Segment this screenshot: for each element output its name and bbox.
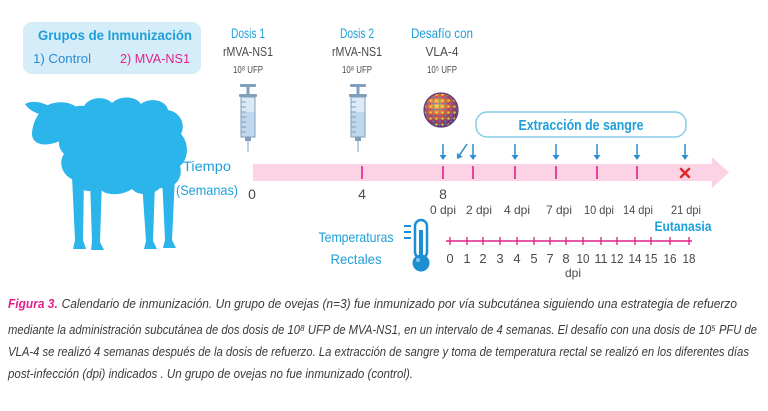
blood-sampling-arrows [439,143,689,160]
groups-box-background [23,22,201,74]
temperature-day-label: 1 [463,251,470,266]
temperature-day-label: 8 [562,251,569,266]
thermometer-icon [404,218,430,272]
temperature-day-label: 14 [629,251,642,266]
groups-box: Grupos de Inmunización 1) Control 2) MVA… [23,22,201,74]
temperature-day-label: 15 [645,251,658,266]
caption-line: Figura 3. Calendario de inmunización. Un … [8,297,737,311]
dpi-label: 21 dpi [671,203,701,217]
temperature-day-label: 5 [530,251,537,266]
temperature-day-label: 0 [446,251,453,266]
temperature-axis: Temperaturas Rectales [319,218,696,280]
time-axis: Tiempo (Semanas) 0 4 8 0 dpi 2 dpi 4 dpi… [176,157,729,234]
temperature-day-label: 18 [683,251,696,266]
dpi-label: 2 dpi [466,203,492,217]
temperature-day-label: 16 [664,251,677,266]
event-title: Desafío con [411,25,473,41]
blood-sampling-label: Extracción de sangre [519,118,644,134]
event-dose-1: Dosis 1 rMVA-NS1 10⁸ UFP [223,25,273,152]
temperature-day-label: 3 [496,251,503,266]
diagonal-arrow-icon [456,143,468,159]
event-dose-2: Dosis 2 rMVA-NS1 10⁸ UFP [332,25,382,152]
temperature-day-label: 12 [611,251,624,266]
down-arrow-icon [552,144,560,160]
caption-line: post-infección (dpi) indicados . Un grup… [7,367,413,381]
dpi-label: 0 dpi [430,203,456,217]
time-axis-label: Tiempo [183,158,231,174]
blood-sampling-box: Extracción de sangre [475,111,687,138]
temperature-ticks [449,237,690,245]
dpi-label: 10 dpi [584,203,614,217]
cross-icon [679,167,691,179]
temperature-day-label: 4 [513,251,520,266]
down-arrow-icon [511,144,519,160]
group-control-label: 1) Control [33,51,91,66]
event-agent: VLA-4 [426,44,459,59]
event-challenge: Desafío con VLA-4 10⁵ UFP [411,25,473,128]
sheep-icon [25,97,187,250]
down-arrow-icon [469,144,477,160]
temperature-day-label: 10 [577,251,590,266]
group-mva-label: 2) MVA-NS1 [120,51,190,66]
euthanasia-label: Eutanasia [655,218,712,234]
event-amount: 10⁸ UFP [233,65,263,76]
caption-label: Figura 3. [8,297,58,311]
caption-line: VLA-4 se realizó 4 semanas después de la… [8,345,749,359]
event-amount: 10⁸ UFP [342,65,372,76]
time-axis-unit: (Semanas) [176,182,238,198]
event-agent: rMVA-NS1 [223,44,273,59]
temperature-label: Temperaturas [319,229,394,245]
temperature-label-second-line: Rectales [331,251,382,267]
virus-icon [423,92,459,128]
groups-title: Grupos de Inmunización [38,27,192,43]
down-arrow-icon [593,144,601,160]
week-label: 0 [248,186,256,202]
event-agent: rMVA-NS1 [332,44,382,59]
temperature-day-label: 7 [546,251,553,266]
down-arrow-icon [439,144,447,160]
dpi-label: 4 dpi [504,203,530,217]
syringe-icon [349,84,367,152]
down-arrow-icon [633,144,641,160]
week-label: 8 [439,186,447,202]
event-title: Dosis 1 [231,25,265,41]
event-amount: 10⁵ UFP [427,65,457,76]
temperature-axis-unit: dpi [565,266,581,280]
timeline-arrow [253,157,729,188]
event-title: Dosis 2 [340,25,374,41]
syringe-icon [239,84,257,152]
down-arrow-icon [681,144,689,160]
temperature-day-labels: 0 1 2 3 4 5 7 8 10 11 12 14 15 16 18 [446,251,695,266]
caption-line: mediante la administración subcutánea de… [8,323,757,337]
dpi-label: 14 dpi [623,203,653,217]
temperature-day-label: 11 [595,251,608,266]
temperature-day-label: 2 [479,251,486,266]
week-label: 4 [358,186,366,202]
dpi-label: 7 dpi [546,203,572,217]
caption-text: Calendario de inmunización. Un grupo de … [62,297,737,311]
figure-caption: Figura 3. Calendario de inmunización. Un … [7,297,757,381]
